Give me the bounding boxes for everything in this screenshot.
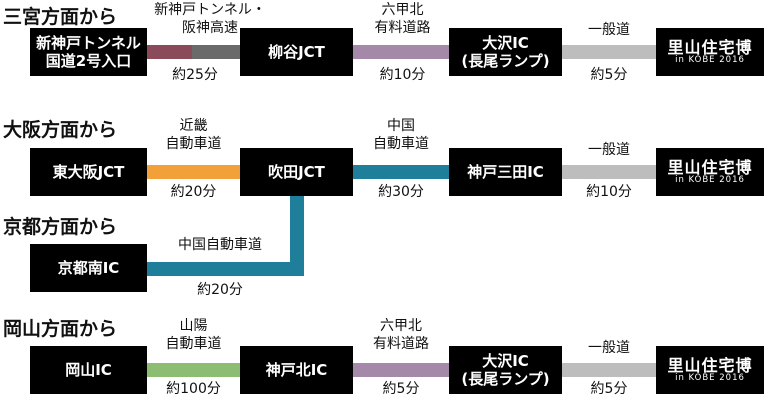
route-bar-hanshin-expressway [192,45,240,59]
node-shinkobe-tunnel-entrance: 新神戸トンネル 国道2号入口 [30,28,147,76]
label-line: 自動車道 [165,135,222,152]
route-bar-local-road [562,165,656,179]
node-line: (長尾ランプ) [461,52,550,70]
node-line: 大沢IC [482,34,529,52]
logo-main-text: 里山住宅博 [667,37,753,57]
segment-label-local-road: 一般道 [588,22,630,38]
node-line: 大沢IC [482,352,529,370]
route-bar-chugoku-expressway-vertical [290,196,304,276]
heading-okayama: 岡山方面から [3,318,118,340]
segment-label-local-road: 一般道 [588,340,630,356]
node-line: 新神戸トンネル [36,34,141,52]
route-bar-local-road [562,363,656,377]
destination-logo: 里山住宅博 in KOBE 2016 [656,346,764,394]
travel-time: 約5分 [382,381,420,397]
node-okayama-ic: 岡山IC [30,346,147,394]
travel-time: 約5分 [590,381,628,397]
heading-osaka: 大阪方面から [3,119,118,141]
logo-sub-text: in KOBE 2016 [675,175,745,186]
destination-logo: 里山住宅博 in KOBE 2016 [656,148,764,196]
node-osawa-ic: 大沢IC (長尾ランプ) [449,346,562,394]
travel-time: 約30分 [378,184,424,200]
label-line: 中国 [387,118,415,134]
route-bar-tunnel [147,45,192,59]
travel-time: 約10分 [586,184,632,200]
label-line: 阪神高速 [182,19,238,36]
travel-time: 約100分 [166,381,221,397]
node-kobe-sanda-ic: 神戸三田IC [449,148,562,196]
route-bar-chugoku-expressway-horizontal [147,262,304,276]
segment-label-chugoku-expressway: 中国 自動車道 [353,118,449,153]
route-bar-local-road [562,45,656,59]
node-suita-jct: 吹田JCT [240,148,353,196]
segment-label-kinki-expressway: 近畿 自動車道 [147,118,240,153]
label-line: 有料道路 [373,335,429,352]
segment-label-sanyo-expressway: 山陽 自動車道 [147,318,240,353]
logo-main-text: 里山住宅博 [667,355,753,375]
destination-logo: 里山住宅博 in KOBE 2016 [656,28,764,76]
segment-label-shinkobe-hanshin: 新神戸トンネル・ 阪神高速 [130,2,290,37]
route-bar-kinki-expressway [147,165,240,179]
heading-kyoto: 京都方面から [3,216,118,238]
node-line: 国道2号入口 [45,52,132,70]
label-line: 自動車道 [373,135,429,152]
heading-sannomiya: 三宮方面から [3,6,118,28]
label-line: 有料道路 [374,19,431,36]
travel-time: 約10分 [379,67,426,83]
label-line: 自動車道 [165,335,222,352]
travel-time: 約20分 [197,282,243,298]
logo-main-text: 里山住宅博 [667,157,753,177]
travel-time: 約5分 [590,67,628,83]
travel-time: 約25分 [172,67,218,83]
logo-sub-text: in KOBE 2016 [675,373,745,384]
node-kobe-kita-ic: 神戸北IC [240,346,353,394]
label-line: 新神戸トンネル・ [154,2,266,18]
logo-sub-text: in KOBE 2016 [675,55,745,66]
route-bar-toll-road [353,45,449,59]
segment-label-local-road: 一般道 [588,142,630,158]
node-kyoto-minami-ic: 京都南IC [30,244,147,292]
node-yanagidani-jct: 柳谷JCT [240,28,353,76]
node-higashiosaka-jct: 東大阪JCT [30,148,147,196]
label-line: 六甲北 [381,2,424,18]
label-line: 山陽 [179,318,208,334]
route-bar-chugoku-expressway [353,165,449,179]
label-line: 近畿 [179,118,208,134]
node-line: (長尾ランプ) [461,370,550,388]
segment-label-rokko-kita-toll: 六甲北 有料道路 [353,318,449,353]
segment-label-chugoku-expressway: 中国自動車道 [178,237,262,253]
label-line: 六甲北 [380,318,422,334]
travel-time: 約20分 [170,184,217,200]
route-bar-toll-road [353,363,449,377]
segment-label-rokko-kita-toll: 六甲北 有料道路 [355,2,450,37]
node-osawa-ic: 大沢IC (長尾ランプ) [449,28,562,76]
route-bar-sanyo-expressway [147,363,240,377]
